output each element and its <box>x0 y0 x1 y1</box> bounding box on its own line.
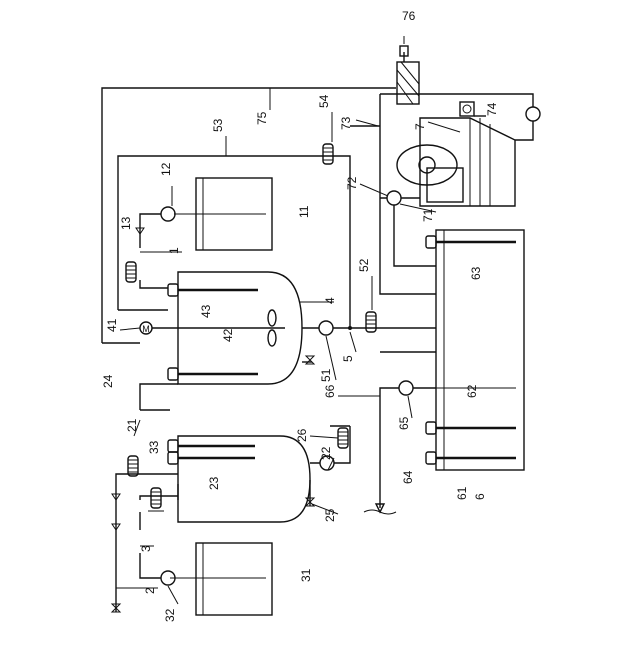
label-74: 74 <box>485 102 499 116</box>
label-65: 65 <box>397 416 411 430</box>
vessel-23 <box>168 436 310 522</box>
leader-lines <box>116 36 460 604</box>
label-21: 21 <box>125 418 139 432</box>
pump-12 <box>161 207 175 221</box>
label-64: 64 <box>401 470 415 484</box>
label-43: 43 <box>199 304 213 318</box>
label-53: 53 <box>211 118 225 132</box>
pump-71 <box>387 191 401 205</box>
label-66: 66 <box>323 384 337 398</box>
label-7: 7 <box>413 123 427 130</box>
tank-6 <box>426 230 524 470</box>
label-11: 11 <box>297 205 311 218</box>
label-73: 73 <box>339 116 353 130</box>
line-66 <box>380 388 436 508</box>
label-31: 31 <box>299 568 313 582</box>
label-76: 76 <box>402 9 416 23</box>
valve-52 <box>366 312 376 332</box>
label-75: 75 <box>255 111 269 125</box>
label-72: 72 <box>345 176 359 190</box>
valve-21 <box>128 456 138 476</box>
label-13: 13 <box>119 216 133 230</box>
valve-4-drain <box>306 356 314 364</box>
unit-7 <box>380 46 520 294</box>
line-1 <box>140 214 168 288</box>
label-12: 12 <box>159 162 173 176</box>
valve-26 <box>338 428 348 448</box>
svg-text:M: M <box>142 324 150 334</box>
pump-51 <box>319 321 333 335</box>
line-71 <box>380 198 436 266</box>
motor-41: M <box>140 322 152 334</box>
label-33: 33 <box>147 440 161 454</box>
label-62: 62 <box>465 384 479 398</box>
pump-65 <box>399 381 413 395</box>
tank-31 <box>170 543 272 615</box>
label-52: 52 <box>357 258 371 272</box>
label-41: 41 <box>105 318 119 332</box>
label-23: 23 <box>207 476 221 490</box>
label-32: 32 <box>163 608 177 622</box>
tank-11 <box>174 178 272 250</box>
label-5: 5 <box>341 355 355 362</box>
valve-33 <box>148 488 164 511</box>
label-24: 24 <box>101 374 115 388</box>
label-51: 51 <box>319 368 333 382</box>
label-6: 6 <box>473 493 487 500</box>
label-26: 26 <box>295 428 309 442</box>
pump-74-right <box>526 107 540 121</box>
label-61: 61 <box>455 486 469 500</box>
label-25: 25 <box>323 508 337 522</box>
label-42: 42 <box>221 328 235 342</box>
reactor-4 <box>152 272 302 384</box>
label-1: 1 <box>167 247 181 254</box>
valve-13 <box>126 262 136 282</box>
line-74 <box>515 94 533 140</box>
label-22: 22 <box>319 446 333 460</box>
label-54: 54 <box>317 94 331 108</box>
label-63: 63 <box>469 266 483 280</box>
valve-54 <box>323 144 333 164</box>
label-4: 4 <box>323 297 337 304</box>
